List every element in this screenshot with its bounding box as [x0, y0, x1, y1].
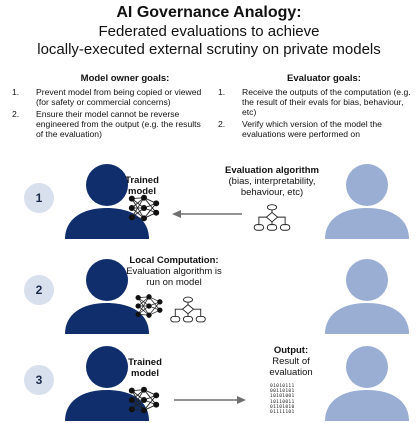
step-3-model-label: Trained model — [128, 357, 162, 379]
evaluator-person-icon — [325, 346, 409, 421]
neural-network-icon — [128, 194, 160, 222]
step-2-computation-label: Local Computation:Evaluation algorithm i… — [126, 255, 222, 288]
evaluator-goal-item: Receive the outputs of the computation (… — [218, 87, 411, 117]
step-1-algorithm-label: Evaluation algorithm(bias, interpretabil… — [225, 165, 319, 198]
title-line-1: AI Governance Analogy: — [116, 4, 302, 21]
step-2-badge: 2 — [24, 275, 54, 305]
evaluator-goal-item: Verify which version of the model the ev… — [218, 119, 382, 139]
owner-goal-item: Ensure their model cannot be reverse eng… — [12, 109, 201, 139]
flowchart-icon — [170, 296, 206, 323]
neural-network-icon — [135, 293, 163, 319]
title-line-2: Federated evaluations to achieve — [98, 23, 320, 40]
title-line-3: locally-executed external scrutiny on pr… — [37, 41, 381, 58]
flowchart-icon — [253, 204, 291, 231]
owner-goals-list: Prevent model from being copied or viewe… — [10, 87, 210, 139]
owner-goals: Model owner goals: Prevent model from be… — [10, 73, 210, 141]
evaluator-goals-heading: Evaluator goals: — [287, 73, 361, 84]
step-3-output-label: Output:Result of evaluation — [269, 345, 313, 378]
step-1-model-label: Trained model — [125, 175, 159, 197]
step-3-arrow — [174, 396, 246, 404]
evaluator-person-icon — [325, 259, 409, 334]
evaluator-person-icon — [325, 164, 409, 239]
step-1-badge: 1 — [24, 183, 54, 213]
step-3-badge: 3 — [24, 365, 54, 395]
neural-network-icon — [128, 386, 160, 414]
evaluator-goals-list: Receive the outputs of the computation (… — [216, 87, 412, 139]
binary-data-icon: 01010111 00110101 10101001 10110011 0110… — [270, 384, 295, 416]
owner-goal-item: Prevent model from being copied or viewe… — [12, 87, 202, 107]
owner-goals-heading: Model owner goals: — [80, 73, 170, 84]
step-1-arrow — [172, 210, 242, 218]
evaluator-goals: Evaluator goals: Receive the outputs of … — [216, 73, 412, 141]
